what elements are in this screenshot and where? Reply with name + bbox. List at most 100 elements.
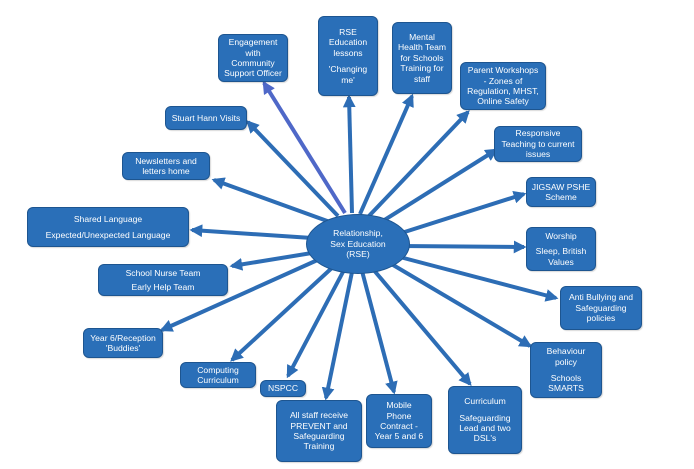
node-label-line: All staff receive <box>289 410 349 421</box>
connector-arrows <box>159 80 559 401</box>
node-label-line: policies <box>586 313 616 324</box>
node-label-line: letters home <box>142 166 190 176</box>
node-label-line: Curriculum <box>464 396 506 407</box>
arrow-to-mental-health <box>358 93 414 215</box>
node-label-line: Curriculum <box>197 375 239 385</box>
arrow-to-worship <box>399 240 527 254</box>
arrow-to-responsive <box>376 148 499 226</box>
node-label-line: Expected/Unexpected Language <box>45 230 171 240</box>
center-hub-rse: Relationship, Sex Education (RSE) <box>306 214 410 274</box>
node-label-line: Shared Language <box>73 213 143 224</box>
node-year6: Year 6/Reception'Buddies' <box>83 328 163 358</box>
node-label-line: issues <box>525 149 551 160</box>
node-label-line: Safeguarding <box>293 431 345 441</box>
node-label-line: DSL's <box>473 433 497 444</box>
arrow-to-behaviour <box>386 260 533 348</box>
node-stuart-hann: Stuart Hann Visits <box>165 106 247 130</box>
node-label-line: Schools <box>550 373 582 383</box>
node-label-line: me' <box>341 74 355 85</box>
arrow-to-rse-lessons <box>342 94 356 214</box>
node-label-line: Year 5 and 6 <box>374 431 424 442</box>
arrow-to-curriculum <box>370 266 472 386</box>
node-label-line: PREVENT and <box>290 420 348 431</box>
node-label-line: Newsletters and <box>135 155 197 166</box>
node-label-line: JIGSAW PSHE <box>531 181 591 192</box>
node-label-line: 'Changing <box>328 64 368 75</box>
arrow-to-anti-bullying <box>395 254 559 302</box>
node-label-line: Training <box>303 441 335 452</box>
hub-line: Sex Education <box>330 238 386 249</box>
node-label-line: School Nurse Team <box>125 268 201 278</box>
arrow-to-shared-language <box>189 224 313 240</box>
node-label-line: Anti Bullying and <box>568 292 634 303</box>
arrow-to-engagement <box>262 80 347 215</box>
arrow-to-newsletters <box>211 177 331 224</box>
node-label-line: Phone <box>386 410 412 421</box>
arrow-to-stuart-hann <box>246 120 340 218</box>
arrow-to-parent-workshops <box>366 110 470 219</box>
node-label-line: with <box>245 47 261 58</box>
node-label-line: staff <box>413 73 431 84</box>
node-label-line: Lead and two <box>459 423 511 433</box>
arrow-to-mobile <box>360 270 398 395</box>
node-label-line: Health Team <box>397 42 447 53</box>
arrow-to-year6 <box>159 256 323 332</box>
node-label-line: Stuart Hann Visits <box>171 112 241 123</box>
arrow-to-nspcc <box>286 269 346 379</box>
node-label-line: Contract - <box>380 421 418 431</box>
node-label-line: for Schools <box>400 52 444 63</box>
node-nspcc: NSPCC <box>260 380 306 397</box>
node-label-line: Safeguarding <box>459 412 511 423</box>
node-label-line: RSE <box>339 26 357 37</box>
arrow-to-all-staff <box>321 271 354 401</box>
node-label-line: - Zones of <box>483 75 523 86</box>
node-label-line: Parent Workshops <box>467 65 539 76</box>
arrow-to-school-nurse <box>229 250 319 271</box>
node-label-line: Community <box>231 58 275 68</box>
arrow-to-computing <box>230 264 336 362</box>
node-label-line: Year 6/Reception <box>90 332 156 343</box>
arrow-to-jigsaw <box>391 191 527 238</box>
hub-line: (RSE) <box>346 249 370 260</box>
node-label-line: Values <box>548 256 574 267</box>
node-label-line: lessons <box>333 47 363 58</box>
node-label-line: Engagement <box>228 37 278 48</box>
node-label-line: Teaching to current <box>501 138 575 149</box>
node-label-line: Safeguarding <box>575 302 627 313</box>
hub-line: Relationship, <box>333 227 383 238</box>
node-label-line: Early Help Team <box>131 281 195 292</box>
node-label-line: Regulation, MHST, <box>467 86 539 96</box>
node-label-line: Support Officer <box>224 68 282 79</box>
node-label-line: Mental <box>409 31 435 42</box>
node-label-line: Online Safety <box>477 96 529 107</box>
node-label-line: policy <box>555 356 577 367</box>
node-label-line: Worship <box>545 231 577 241</box>
node-label-line: NSPCC <box>267 383 299 394</box>
node-label-line: Education <box>328 37 368 48</box>
node-label-line: Responsive <box>515 128 561 139</box>
node-label-line: Mobile <box>386 400 412 411</box>
node-label-line: Sleep, British <box>535 246 587 257</box>
node-label-line: SMARTS <box>548 383 584 394</box>
node-label-line: Scheme <box>545 192 577 202</box>
node-label-line: Behaviour <box>546 346 586 357</box>
node-label-line: Training for <box>400 63 444 74</box>
node-label-line: Computing <box>197 364 239 375</box>
node-label-line: 'Buddies' <box>105 343 141 353</box>
